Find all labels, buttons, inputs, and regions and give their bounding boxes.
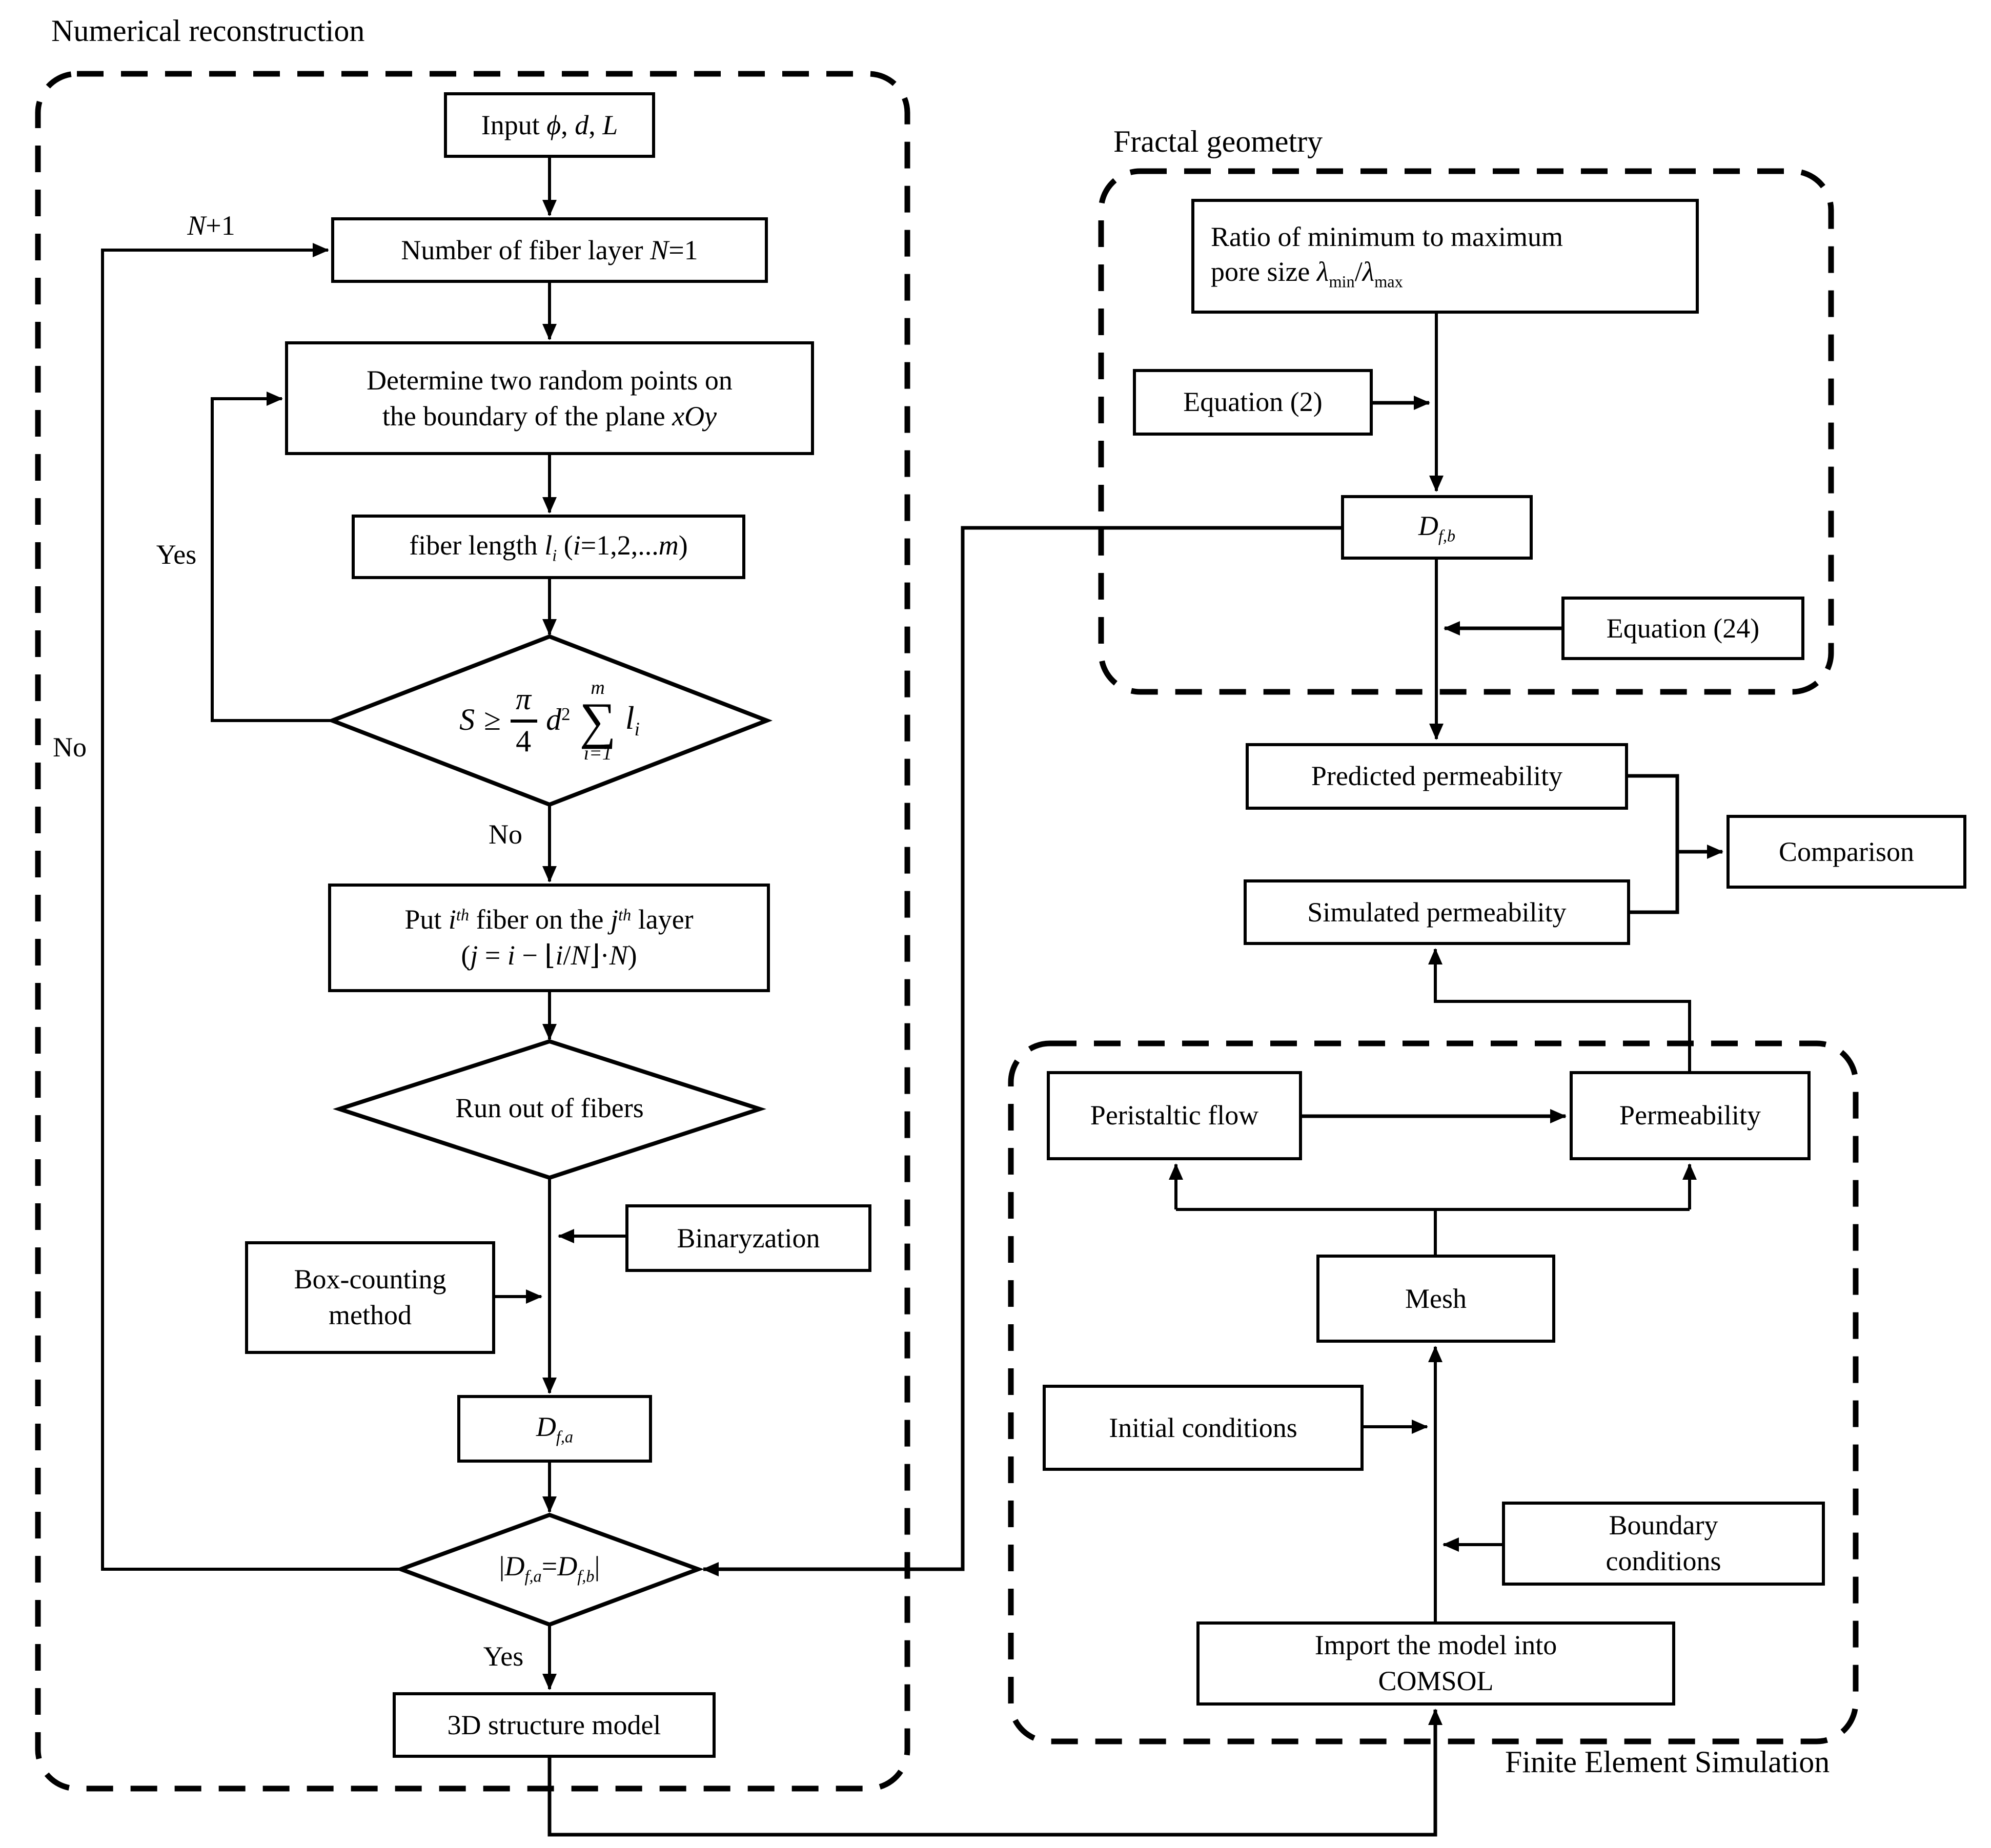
node-binaryzation: Binaryzation: [625, 1204, 871, 1272]
node-3d-structure-model-label: 3D structure model: [447, 1709, 661, 1740]
node-fiber-layer-count-label: Number of fiber layer N=1: [401, 234, 698, 265]
formula-d-squared: d2: [546, 703, 571, 737]
node-determine-points-line1: Determine two random points on: [367, 364, 733, 396]
node-comparison: Comparison: [1726, 815, 1966, 889]
node-equation-2-label: Equation (2): [1183, 386, 1323, 418]
node-simulated-permeability-label: Simulated permeability: [1307, 896, 1567, 928]
node-area-check-diamond: [326, 634, 773, 807]
section-fem-border: [1008, 1040, 1859, 1744]
node-run-out-diamond: [333, 1039, 766, 1180]
node-df-check-label: |Df,a=Df,b|: [499, 1551, 600, 1586]
node-put-fiber-line2: (j = i − ⌊i/N⌋·N): [461, 940, 637, 971]
node-initial-conditions-label: Initial conditions: [1109, 1412, 1297, 1443]
node-equation-2: Equation (2): [1133, 369, 1373, 436]
node-predicted-permeability-label: Predicted permeability: [1311, 761, 1563, 792]
label-no-rebuild-loop: No: [53, 732, 87, 763]
node-area-check-label: S ≥ π 4 d2 m ∑ i=1 li: [359, 646, 740, 795]
section-fractal-border: [1098, 168, 1834, 695]
formula-rel: ≥: [484, 703, 501, 737]
label-yes-df-check: Yes: [483, 1641, 524, 1672]
wire-predicted-elbow: [1628, 774, 1679, 852]
node-equation-24: Equation (24): [1561, 597, 1804, 660]
label-n-plus-1: N+1: [187, 210, 235, 241]
arrow-dfcheck-no-loop: [101, 243, 401, 1571]
label-no-area-check: No: [489, 819, 522, 850]
arrow-scheck-yes-loop: [211, 392, 333, 722]
node-boundary-conditions-line2: conditions: [1606, 1546, 1721, 1576]
arrow-model3d-to-comsol: [547, 1709, 1443, 1837]
node-determine-points-line2: the boundary of the plane xOy: [382, 400, 717, 431]
node-permeability: Permeability: [1570, 1071, 1811, 1160]
node-dfb-label: Df,b: [1418, 510, 1456, 545]
node-dfa: Df,a: [457, 1395, 652, 1463]
node-peristaltic-flow: Peristaltic flow: [1047, 1071, 1302, 1160]
fraction-bar: [510, 719, 537, 722]
node-dfb: Df,b: [1341, 495, 1533, 560]
node-permeability-label: Permeability: [1619, 1100, 1761, 1131]
node-put-fiber-line1: Put ith fiber on the jth layer: [404, 904, 694, 935]
section-title-fem: Finite Element Simulation: [1505, 1746, 1830, 1779]
formula-term: li: [625, 699, 640, 741]
node-run-out-label: Run out of fibers: [455, 1093, 644, 1124]
node-box-counting-line1: Box-counting: [294, 1264, 446, 1295]
node-import-comsol: Import the model into COMSOL: [1196, 1621, 1675, 1706]
node-boundary-conditions-line1: Boundary: [1609, 1510, 1718, 1541]
node-mesh: Mesh: [1316, 1255, 1555, 1343]
node-ratio-line1: Ratio of minimum to maximum: [1211, 221, 1563, 252]
node-fiber-length-label: fiber length li (i=1,2,...m): [409, 529, 688, 565]
node-simulated-permeability: Simulated permeability: [1244, 879, 1630, 945]
node-3d-structure-model: 3D structure model: [393, 1692, 716, 1758]
node-fiber-length: fiber length li (i=1,2,...m): [352, 515, 745, 579]
node-determine-points: Determine two random points on the bound…: [285, 341, 814, 455]
node-import-comsol-line2: COMSOL: [1378, 1666, 1494, 1696]
node-import-comsol-line1: Import the model into: [1314, 1630, 1557, 1661]
node-equation-24-label: Equation (24): [1606, 612, 1760, 644]
formula-fraction: π 4: [510, 684, 537, 757]
wire-simulated-elbow: [1630, 852, 1679, 914]
node-box-counting: Box-counting method: [245, 1241, 495, 1354]
node-mesh-label: Mesh: [1405, 1283, 1467, 1314]
node-peristaltic-flow-label: Peristaltic flow: [1090, 1100, 1259, 1131]
node-ratio-pore-size: Ratio of minimum to maximum pore size λm…: [1191, 199, 1699, 314]
node-box-counting-line2: method: [329, 1300, 412, 1330]
node-boundary-conditions: Boundary conditions: [1502, 1502, 1825, 1586]
node-df-check-diamond: [395, 1512, 704, 1627]
node-dfa-label: Df,a: [536, 1411, 574, 1447]
formula-lhs: S: [459, 703, 475, 737]
node-predicted-permeability: Predicted permeability: [1246, 743, 1628, 810]
section-title-fractal: Fractal geometry: [1113, 125, 1323, 159]
node-ratio-line2: pore size λmin/λmax: [1211, 256, 1403, 292]
arrow-permeability-to-simulated: [1428, 948, 1691, 1071]
node-input-label: Input ϕ, d, L: [481, 109, 618, 140]
area-check-formula: S ≥ π 4 d2 m ∑ i=1 li: [459, 678, 640, 763]
node-comparison-label: Comparison: [1779, 836, 1914, 867]
formula-summation: m ∑ i=1: [579, 677, 616, 764]
node-binaryzation-label: Binaryzation: [677, 1222, 820, 1254]
arrow-dfb-to-dfcheck: [702, 526, 1341, 1576]
node-input: Input ϕ, d, L: [444, 92, 655, 158]
label-yes-determine-loop: Yes: [156, 539, 197, 570]
node-fiber-layer-count: Number of fiber layer N=1: [331, 217, 768, 283]
node-put-fiber: Put ith fiber on the jth layer (j = i − …: [328, 884, 770, 992]
section-title-numerical: Numerical reconstruction: [51, 14, 365, 48]
node-initial-conditions: Initial conditions: [1043, 1385, 1364, 1471]
